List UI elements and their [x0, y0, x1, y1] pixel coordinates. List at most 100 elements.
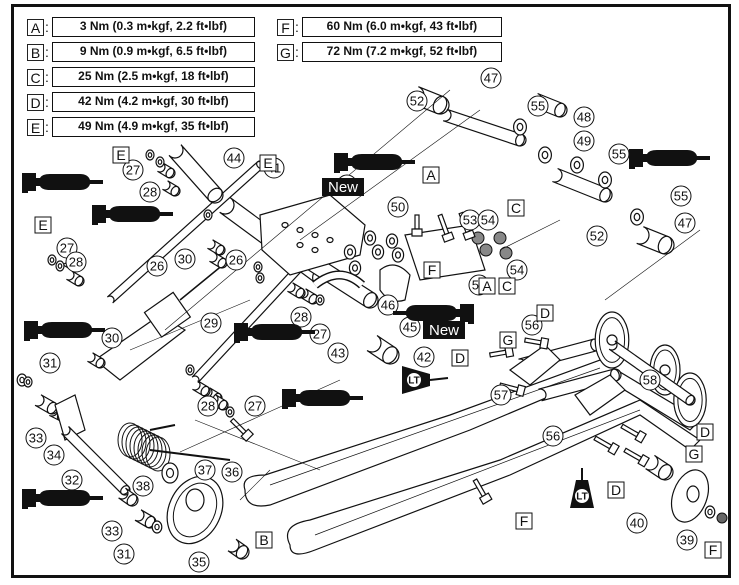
callout-number: 35 [192, 555, 206, 570]
torque-letter: D [611, 482, 621, 498]
torque-tag-d: D [696, 423, 714, 441]
torque-letter: F [428, 262, 437, 278]
washer [385, 233, 399, 249]
washer [145, 149, 155, 161]
callout-number: 47 [678, 216, 692, 231]
bushing [209, 252, 228, 269]
part-callout-27: 27 [309, 323, 331, 345]
torque-tag-d: D [451, 349, 469, 367]
callout-number: 56 [546, 429, 560, 444]
washer [371, 244, 385, 260]
new-part-tag: New [322, 178, 364, 196]
part-callout-55: 55 [608, 143, 630, 165]
washer [47, 254, 57, 266]
bushing-31 [34, 394, 59, 415]
part-callout-43: 43 [327, 342, 349, 364]
callout-number: 55 [531, 99, 545, 114]
washer [225, 406, 235, 418]
washer [512, 118, 527, 136]
legend-colon: : [45, 69, 49, 85]
new-label: New [328, 179, 358, 196]
torque-letter: A [482, 278, 492, 294]
washer [391, 247, 405, 263]
part-callout-26: 26 [146, 255, 168, 277]
legend-value: 49 Nm (4.9 m•kgf, 35 ft•lbf) [51, 117, 255, 137]
part-callout-55: 55 [527, 95, 549, 117]
link-26-left [106, 160, 265, 304]
shaft-44 [168, 144, 224, 204]
legend-value: 3 Nm (0.3 m•kgf, 2.2 ft•lbf) [51, 17, 255, 37]
legend-row-f: F:60 Nm (6.0 m•kgf, 43 ft•lbf) [277, 17, 502, 37]
legend-colon: : [45, 44, 49, 60]
legend-colon: : [45, 19, 49, 35]
torque-letter: F [709, 542, 718, 558]
torsion-spring-38 [117, 422, 171, 472]
torque-letter: C [511, 200, 521, 216]
callout-number: 40 [630, 516, 644, 531]
callout-number: 57 [494, 388, 508, 403]
grease-gun-icon [92, 205, 173, 225]
part-callout-48: 48 [573, 106, 595, 128]
grease-gun-icon [282, 389, 363, 409]
part-callout-45: 45 [399, 316, 421, 338]
callout-number: 39 [680, 533, 694, 548]
callout-number: 28 [69, 255, 83, 270]
wheel-39 [670, 469, 710, 523]
grease-gun-markers [22, 149, 710, 509]
torque-tag-c: C [498, 277, 516, 295]
torque-tag-f: F [515, 512, 533, 530]
callout-number: 55 [612, 147, 626, 162]
washer [315, 294, 325, 306]
callout-number: 28 [201, 399, 215, 414]
callout-number: 33 [29, 431, 43, 446]
callout-number: 54 [481, 213, 495, 228]
torque-letter: E [263, 155, 272, 171]
torque-tag-a: A [478, 277, 496, 295]
callout-number: 46 [381, 298, 395, 313]
torque-letter: E [38, 217, 47, 233]
callout-number: 37 [198, 463, 212, 478]
callout-number: 26 [229, 253, 243, 268]
callout-number: 31 [117, 547, 131, 562]
sleeve-47-right [636, 226, 675, 255]
part-callout-29: 29 [200, 312, 222, 334]
callout-number: 49 [577, 134, 591, 149]
torque-tag-c: C [507, 199, 525, 217]
bushing-33-lower [118, 487, 139, 507]
collar-42 [366, 335, 400, 365]
part-callout-58: 58 [639, 369, 661, 391]
legend-key: A [27, 18, 44, 36]
callout-number: 45 [403, 320, 417, 335]
bushing [87, 352, 106, 369]
grease-gun-icon [334, 153, 415, 173]
callout-number: 34 [47, 448, 61, 463]
bolt [623, 447, 650, 468]
part-callout-47: 47 [674, 212, 696, 234]
grease-gun-icon [393, 304, 474, 324]
part-callout-39: 39 [676, 529, 698, 551]
part-callout-38: 38 [132, 475, 154, 497]
callout-number: 27 [126, 163, 140, 178]
part-callout-47: 47 [480, 67, 502, 89]
callout-number: 53 [463, 213, 477, 228]
part-callout-52: 52 [586, 225, 608, 247]
callout-number: 29 [204, 316, 218, 331]
callout-number: 28 [294, 310, 308, 325]
callout-number: 32 [65, 473, 79, 488]
washer [55, 260, 65, 272]
washer [23, 376, 33, 388]
part-callout-33: 33 [101, 520, 123, 542]
callout-number: 55 [674, 189, 688, 204]
torque-tag-g: G [499, 331, 517, 349]
washer [537, 146, 552, 164]
collar-40 [645, 454, 674, 481]
legend-colon: : [295, 44, 299, 60]
washer [253, 261, 263, 273]
new-part-tag: New [423, 321, 465, 339]
legend-row-d: D:42 Nm (4.2 m•kgf, 30 ft•lbf) [27, 92, 255, 112]
legend-key: D [27, 93, 44, 111]
lt-label: LT [576, 492, 587, 503]
washer [155, 156, 165, 168]
